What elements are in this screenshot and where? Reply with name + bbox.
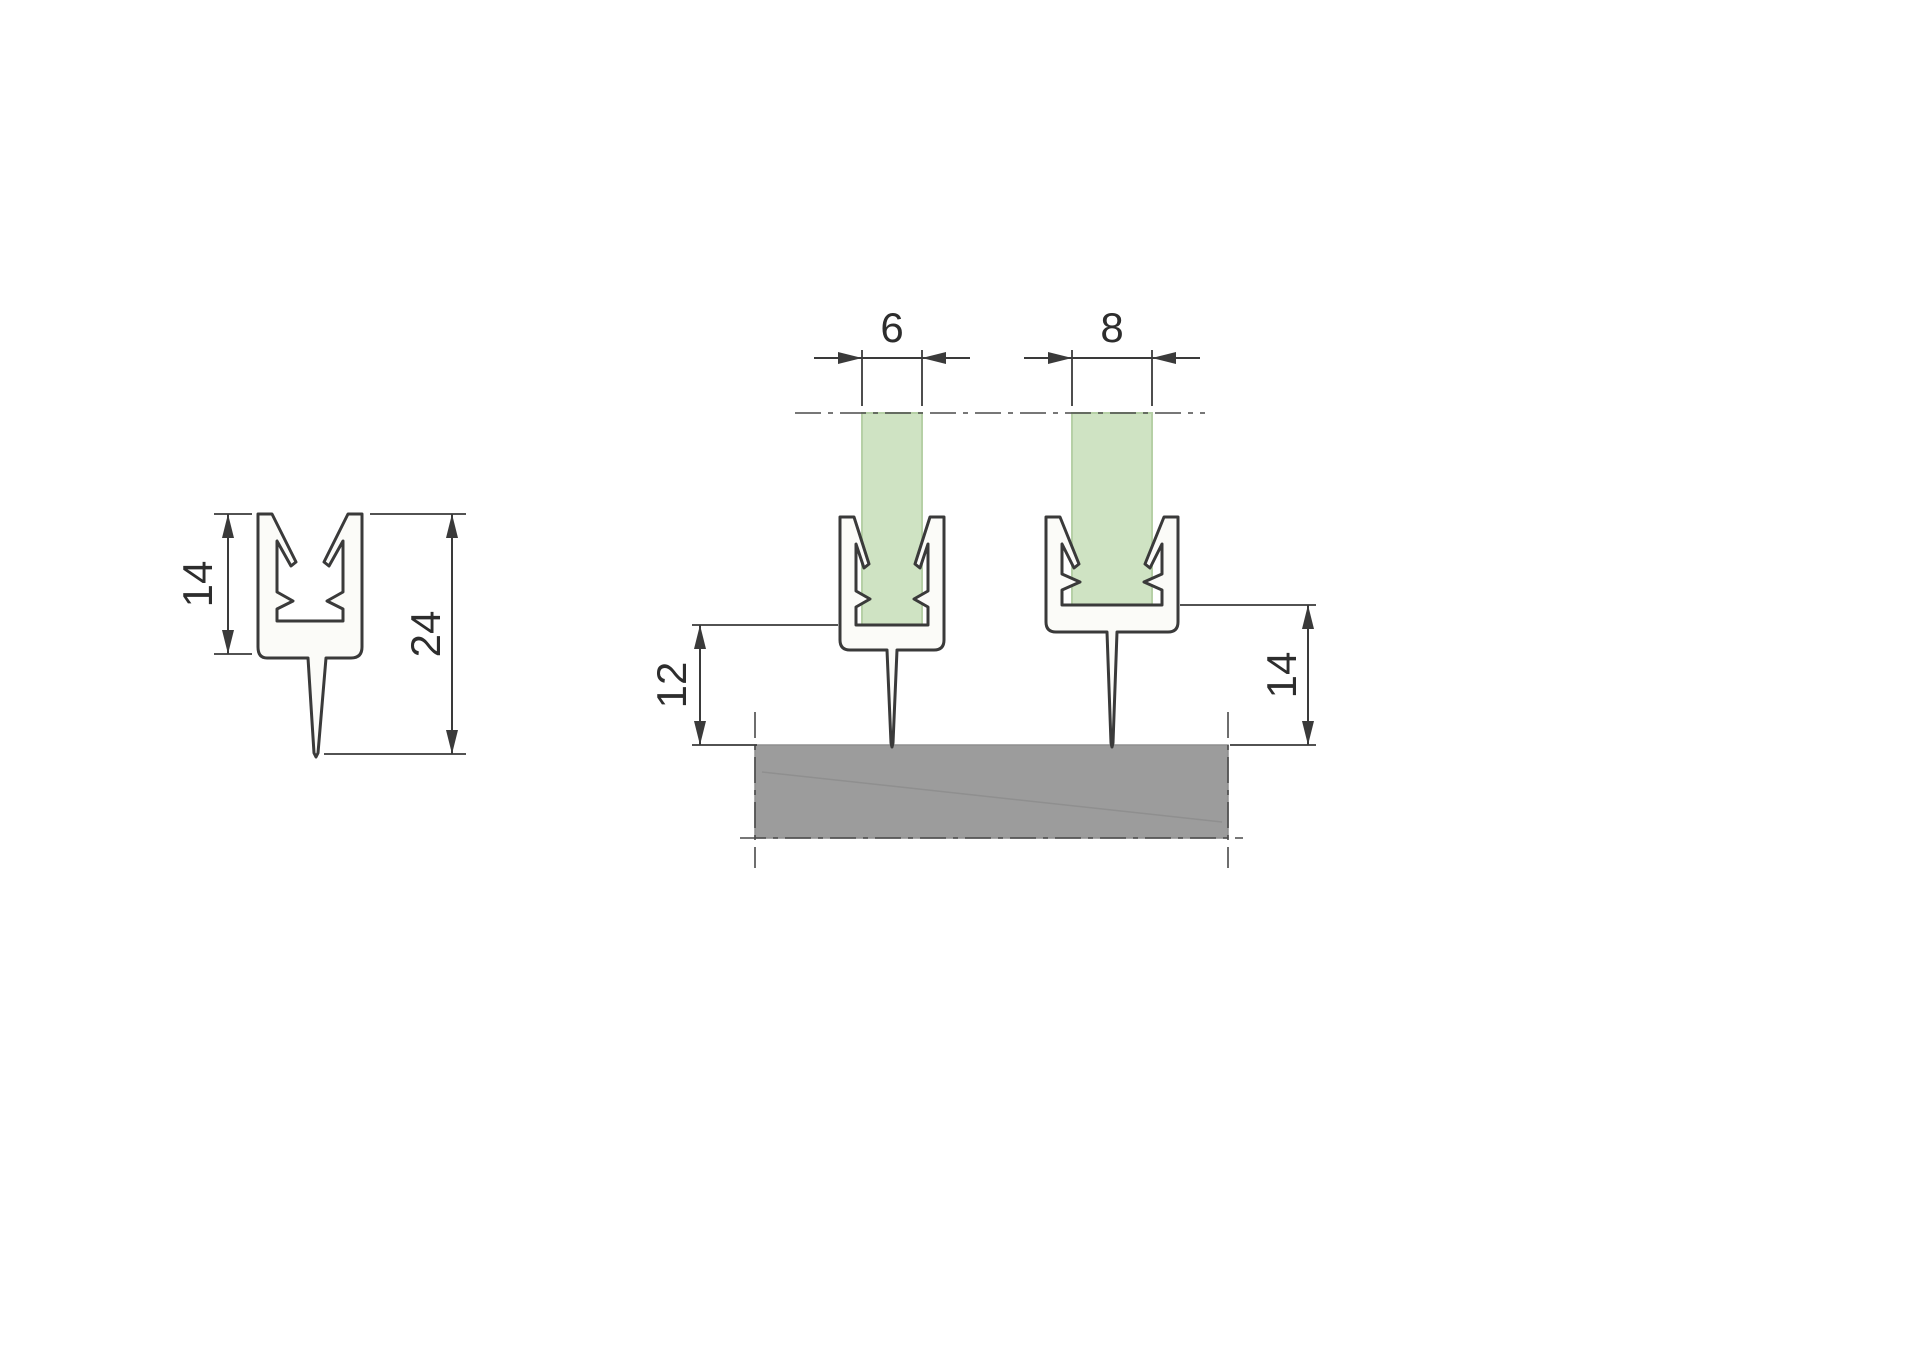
dim-glass-thickness-right: 8	[1024, 304, 1200, 406]
dim-profile-inner-height: 14	[174, 513, 252, 655]
dimension-label: 14	[174, 561, 221, 608]
seal-profile-outline	[256, 512, 364, 759]
sill-surface-line	[761, 771, 1223, 823]
dimension-label: 12	[648, 662, 695, 709]
dim-install-height-right: 14	[1180, 604, 1316, 746]
dim-install-height-left: 12	[648, 624, 838, 746]
dimension-label: 24	[402, 611, 449, 658]
sill-profile	[754, 744, 1229, 839]
seal-right-outline	[1044, 515, 1180, 749]
glass-panel-right	[1071, 412, 1153, 607]
seal-left-outline	[838, 515, 946, 749]
dimension-label: 6	[880, 304, 903, 351]
profile-cross-section-view: 14 24	[174, 512, 466, 759]
glass-panel-left	[861, 412, 923, 627]
dim-profile-total-height: 24	[324, 513, 466, 755]
dimension-label: 14	[1258, 652, 1305, 699]
dim-glass-thickness-left: 6	[814, 304, 970, 406]
dimension-label: 8	[1100, 304, 1123, 351]
installation-view: 6 8 12 14	[648, 304, 1316, 868]
